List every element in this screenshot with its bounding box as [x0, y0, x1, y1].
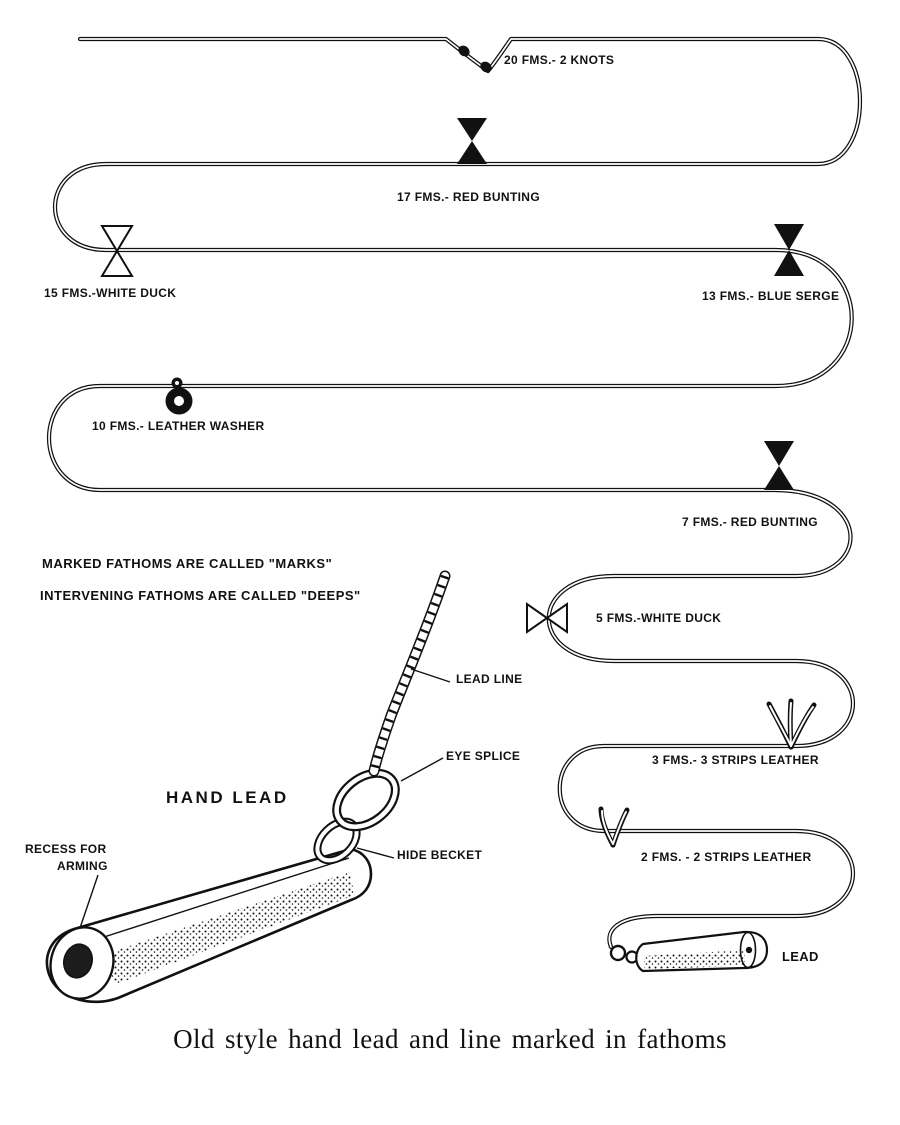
note-marks: MARKED FATHOMS ARE CALLED "MARKS" [42, 556, 333, 571]
leader-hide-becket [356, 847, 395, 859]
marker-label-7-fathoms: 7 FMS.- RED BUNTING [682, 515, 818, 529]
rope-icon [368, 570, 451, 777]
leader-lead-line [410, 668, 451, 683]
sounding-lead-icon [609, 930, 769, 973]
lead-line-path [46, 36, 863, 950]
red-bunting-7-icon [764, 441, 794, 490]
recess-label-line2: ARMING [57, 859, 108, 873]
leader-recess [79, 874, 99, 929]
lead-label: LEAD [782, 949, 819, 964]
hand-lead-title: HAND LEAD [166, 788, 289, 807]
recess-label-line1: RECESS FOR [25, 842, 107, 856]
lead-line-label: LEAD LINE [456, 672, 523, 686]
leather-strips-3-icon [766, 698, 817, 750]
white-duck-15-icon [100, 225, 134, 277]
marker-label-15-fathoms: 15 FMS.-WHITE DUCK [44, 286, 177, 300]
red-bunting-17-icon [457, 118, 487, 164]
eye-splice-label: EYE SPLICE [446, 749, 521, 763]
recess-icon [62, 943, 94, 979]
marker-label-13-fathoms: 13 FMS.- BLUE SERGE [702, 289, 840, 303]
hide-becket-label: HIDE BECKET [397, 848, 483, 862]
hand-lead-drawing [45, 570, 451, 1004]
marker-label-20-fathoms: 20 FMS.- 2 KNOTS [504, 53, 615, 67]
eye-splice-icon [332, 768, 400, 832]
note-deeps: INTERVENING FATHOMS ARE CALLED "DEEPS" [40, 588, 361, 603]
marker-label-10-fathoms: 10 FMS.- LEATHER WASHER [92, 419, 265, 433]
marker-label-3-fathoms: 3 FMS.- 3 STRIPS LEATHER [652, 753, 819, 767]
leather-washer-10-icon [165, 377, 193, 415]
marker-label-17-fathoms: 17 FMS.- RED BUNTING [397, 190, 541, 204]
leader-eye-splice [400, 757, 444, 782]
figure-caption: Old style hand lead and line marked in f… [173, 1024, 727, 1054]
marker-label-5-fathoms: 5 FMS.-WHITE DUCK [596, 611, 722, 625]
white-duck-5-icon [526, 602, 568, 634]
leather-strips-2-icon [598, 806, 630, 848]
knots-20-icon [458, 45, 492, 73]
blue-serge-13-icon [774, 224, 804, 276]
marker-label-2-fathoms: 2 FMS. - 2 STRIPS LEATHER [641, 850, 812, 864]
